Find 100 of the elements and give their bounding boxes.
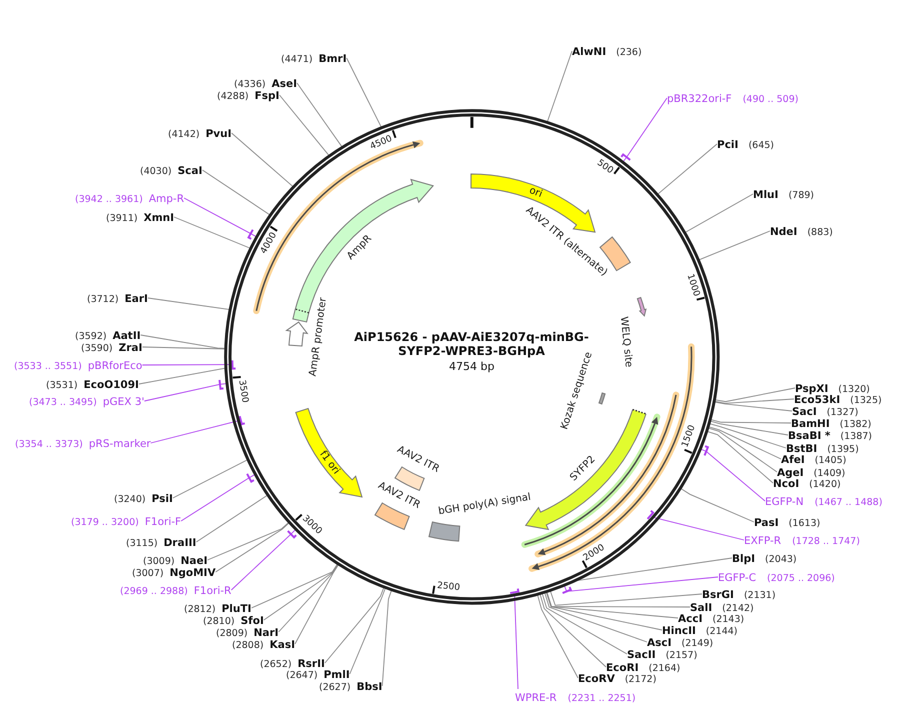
leader-line <box>544 592 648 642</box>
enzyme-name: PvuI <box>206 128 232 141</box>
site-position: (2043) <box>765 553 797 566</box>
primer-position: (3354 .. 3373) <box>15 438 83 451</box>
site-position: (3115) <box>126 537 158 550</box>
leader-line <box>349 588 386 674</box>
leader-line <box>546 592 662 630</box>
enzyme-name: PspXI <box>795 383 828 395</box>
enzyme-name: PasI <box>754 517 779 530</box>
leader-line <box>324 588 384 664</box>
primer-name: pRS-marker <box>88 438 151 451</box>
tick-label: 1500 <box>680 424 699 450</box>
enzyme-name: AatII <box>112 330 141 343</box>
site-position: (2652) <box>260 658 292 670</box>
site-position: (2808) <box>232 639 264 652</box>
leader-line <box>140 334 225 349</box>
leader-line <box>576 558 732 581</box>
primer-position: (3473 .. 3495) <box>29 396 97 409</box>
site-position: (1613) <box>788 517 820 530</box>
leader-line <box>138 368 225 384</box>
enzyme-name: BbsI <box>356 681 382 694</box>
enzyme-name: PsiI <box>152 493 173 506</box>
tick-label: 4000 <box>258 230 280 256</box>
leader-line <box>278 564 338 632</box>
leader-line <box>207 522 289 560</box>
enzyme-name: PmlI <box>324 669 350 682</box>
site-position: (236) <box>616 46 642 59</box>
site-position: (1395) <box>827 443 859 456</box>
enzyme-name: BsaBI * <box>788 430 830 443</box>
enzyme-name: BsrGI <box>702 589 734 602</box>
leader-line <box>710 419 792 424</box>
enzyme-name: BamHI <box>791 418 830 431</box>
site-position: (1420) <box>809 478 841 491</box>
leader-line <box>279 94 330 156</box>
site-position: (883) <box>807 226 833 239</box>
leader-line <box>346 58 382 128</box>
site-position: (4336) <box>234 78 266 91</box>
site-position: (2809) <box>216 627 248 640</box>
leader-line <box>251 564 338 608</box>
enzyme-name: KasI <box>270 639 295 652</box>
leader-line <box>296 82 342 148</box>
leader-line <box>709 423 786 448</box>
site-position: (2812) <box>184 603 216 616</box>
leader-line <box>174 216 250 248</box>
enzyme-name: NgoMIV <box>170 567 216 580</box>
site-position: (3592) <box>75 330 107 343</box>
primer-name: EGFP-N <box>765 496 804 509</box>
site-position: (2627) <box>319 681 351 694</box>
feature-label: AAV2 ITR <box>395 444 442 476</box>
feature-label: ori <box>528 185 544 202</box>
primer-name: EGFP-C <box>718 572 756 585</box>
enzyme-name: EcoRV <box>578 673 615 686</box>
leader-line <box>700 448 766 502</box>
site-position: (2131) <box>744 589 776 602</box>
primer-name: pBRforEco <box>88 360 142 373</box>
site-position: (4142) <box>168 128 200 141</box>
plasmid-size: 4754 bp <box>449 360 494 373</box>
enzyme-name: XmnI <box>144 212 174 225</box>
site-position: (1382) <box>840 418 872 431</box>
leader-line <box>514 594 518 690</box>
enzyme-name: BstBI <box>786 443 818 455</box>
leader-line <box>680 488 754 522</box>
leader-line <box>382 590 392 686</box>
site-position: (2149) <box>682 637 714 650</box>
leader-line <box>294 564 339 644</box>
enzyme-name: PciI <box>717 139 738 152</box>
enzyme-name: FspI <box>254 90 280 103</box>
site-position: (4288) <box>217 90 249 103</box>
primer-name: F1ori-R <box>194 585 232 598</box>
primer-position: (3179 .. 3200) <box>71 516 139 529</box>
leader-line <box>542 593 628 654</box>
leader-line <box>706 431 774 484</box>
feature-label: AAV2 ITR <box>376 480 422 512</box>
site-position: (645) <box>748 139 774 152</box>
leader-line <box>230 530 296 590</box>
site-position: (2157) <box>666 649 698 662</box>
leader-line <box>710 420 788 436</box>
enzyme-name: RsrII <box>298 658 325 670</box>
site-position: (2144) <box>706 625 738 638</box>
enzyme-name: AlwNI <box>572 46 606 59</box>
site-position: (789) <box>788 189 814 202</box>
site-position: (2164) <box>648 662 680 674</box>
enzyme-name: ZraI <box>118 342 142 355</box>
feature-label: AmpR promoter <box>308 296 330 377</box>
site-position: (1409) <box>814 467 846 480</box>
tick-label: 2500 <box>436 581 460 594</box>
site-position: (1327) <box>826 406 858 419</box>
leader-line <box>184 198 256 237</box>
enzyme-name: SfoI <box>240 615 264 628</box>
enzyme-name: EcoRI <box>606 662 639 674</box>
tick-label: 4500 <box>368 134 394 153</box>
enzyme-name: Eco53kI <box>794 394 840 407</box>
feature-label: f1 ori <box>316 448 342 477</box>
site-position: (1325) <box>850 394 882 407</box>
primer-position: (2075 .. 2096) <box>767 572 835 585</box>
site-position: (4030) <box>140 165 172 178</box>
primer-name: EXFP-R <box>744 535 782 548</box>
site-position: (3531) <box>46 379 78 392</box>
enzyme-name: EarI <box>124 293 148 306</box>
enzyme-name: AfeI <box>781 454 805 467</box>
